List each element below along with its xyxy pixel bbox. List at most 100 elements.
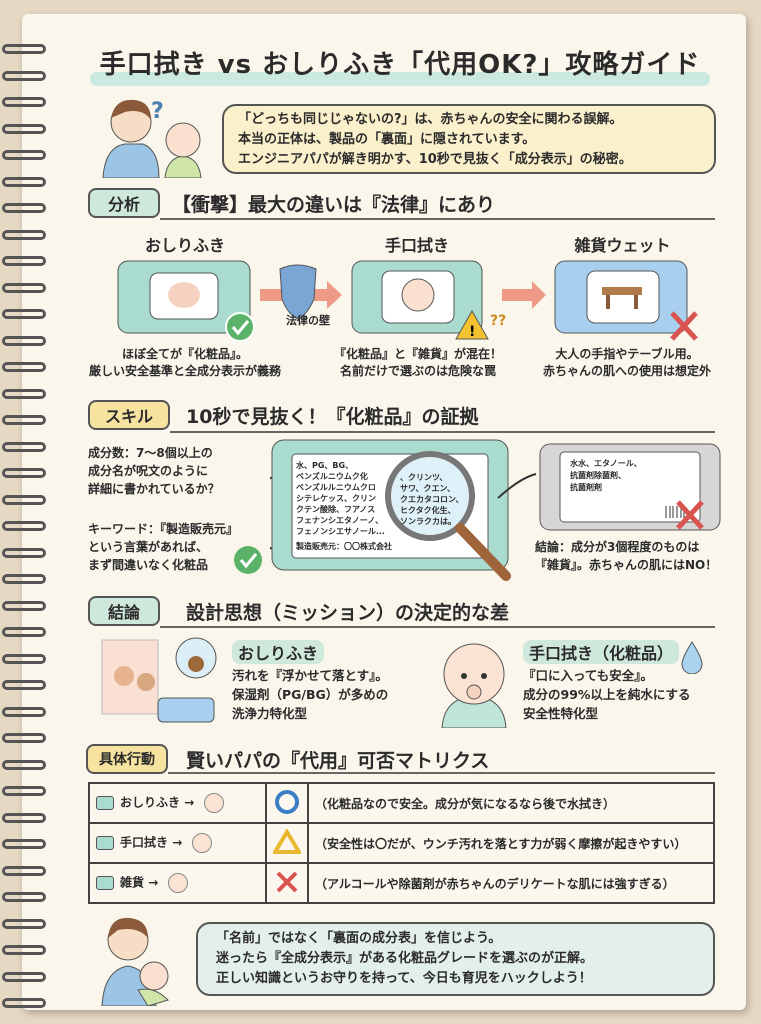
zakka-package xyxy=(554,260,688,334)
matrix-note: （安全性は〇だが、ウンチ汚れを落とす力が弱く摩擦が起きやすい） xyxy=(307,822,715,864)
section-heading-analysis: 【衝撃】最大の違いは『法律』にあり xyxy=(172,194,496,216)
triangle-icon xyxy=(265,822,309,864)
teguchi-description: 『口に入っても安全』。成分の99%以上を純水にする安全性特化型 xyxy=(523,668,691,721)
spiral-ring xyxy=(2,786,46,796)
spiral-ring xyxy=(2,494,46,505)
spiral-ring xyxy=(2,123,46,134)
teguchi-title: 手口拭き（化粧品） xyxy=(523,640,680,664)
spiral-ring xyxy=(2,945,46,955)
divider xyxy=(160,626,715,628)
target-icon xyxy=(192,833,213,853)
magnified-ingredients: 、クリンツ、サワ、クエン、クエカタコロン、ヒクタク化生、ソンラクカは。 xyxy=(400,473,464,526)
spiral-ring xyxy=(2,415,46,425)
column-label-zakka: 雑貨ウェット xyxy=(574,236,671,255)
spiral-ring xyxy=(2,653,46,664)
matrix-note: （化粧品なので安全。成分が気になるなら後で水拭き） xyxy=(307,782,715,824)
page-title: 手口拭き vs おしりふき「代用OK?」攻略ガイド xyxy=(99,50,701,80)
section-tag-analysis: 分析 xyxy=(88,188,160,218)
spiral-ring xyxy=(2,812,46,823)
ingredient-label-illustration xyxy=(234,439,721,581)
column-label-teguchi: 手口拭き xyxy=(384,236,449,255)
spiral-ring xyxy=(2,203,46,213)
warning-icon: ! xyxy=(455,309,489,340)
outro-speech-bubble: 「名前」ではなく「裏面の成分表」を信じよう。 迷ったら『全成分表示』がある化粧品… xyxy=(196,922,715,996)
matrix-row: 雑貨 → （アルコールや除菌剤が赤ちゃんのデリケートな肌には強すぎる） xyxy=(88,862,715,904)
matrix-substitution: 雑貨 → xyxy=(88,862,267,904)
skill-point-ingredients: 成分数：7〜8個以上の成分名が呪文のように詳細に書かれているか？ xyxy=(88,446,220,496)
cross-icon xyxy=(676,500,704,530)
skill-conclusion: 結論：成分が3個程度のものは『雑貨』。赤ちゃんの肌にはNO！ xyxy=(535,540,718,572)
wipes-comparison-illustration: ! ?? xyxy=(117,260,698,342)
question-mark-icon: ?? xyxy=(490,313,506,329)
spiral-ring xyxy=(2,759,46,770)
spiral-ring xyxy=(2,309,46,319)
product-icon xyxy=(96,796,114,810)
spiral-ring xyxy=(2,865,46,876)
matrix-substitution: 手口拭き → xyxy=(88,822,267,864)
shield-icon xyxy=(279,264,317,320)
outro-line: 正しい知識というお守りを持って、今日も育児をハックしよう！ xyxy=(216,971,592,986)
title-highlight xyxy=(90,72,710,86)
product-icon xyxy=(96,836,114,850)
spiral-ring xyxy=(2,706,46,717)
column-caption-zakka: 大人の手指やテーブル用。赤ちゃんの肌への使用は想定外 xyxy=(542,347,711,378)
target-icon xyxy=(168,873,189,893)
spiral-ring xyxy=(2,627,46,637)
spiral-ring xyxy=(2,892,46,902)
spiral-ring xyxy=(2,839,46,849)
divider xyxy=(170,431,715,433)
spiral-ring xyxy=(2,150,46,160)
intro-speech-bubble: 「どっちも同じじゃないの?」は、赤ちゃんの安全に関わる誤解。 本当の正体は、製品… xyxy=(222,104,716,174)
zakka-gray-package xyxy=(539,443,721,531)
target-icon xyxy=(204,793,225,813)
spiral-ring xyxy=(2,282,46,293)
oshirifuki-title: おしりふき xyxy=(232,640,325,664)
outro-line: 迷ったら『全成分表示』がある化粧品グレードを選ぶのが正解。 xyxy=(216,951,594,966)
column-caption-oshirifuki: ほぼ全てが『化粧品』。厳しい安全基準と全成分表示が義務 xyxy=(88,347,281,378)
section-tag-skill: スキル xyxy=(88,400,170,430)
spiral-ring xyxy=(2,70,46,81)
spiral-ring xyxy=(2,547,46,558)
intro-line: エンジニアパパが解き明かす、10秒で見抜く「成分表示」の秘密。 xyxy=(238,152,632,167)
spiral-ring xyxy=(2,574,46,584)
spiral-ring xyxy=(2,998,46,1008)
svg-text:!: ! xyxy=(469,324,475,340)
oshirifuki-package xyxy=(117,260,251,334)
gray-label-ingredients: 水水、エタノール、抗菌剤除菌剤、抗菌剤剤 xyxy=(570,459,642,492)
matrix-row: おしりふき → （化粧品なので安全。成分が気になるなら後で水拭き） xyxy=(88,782,715,824)
product-icon xyxy=(96,876,114,890)
arrow-icon xyxy=(497,473,537,499)
section-tag-conclusion: 結論 xyxy=(88,596,160,626)
section-heading-skill: 10秒で見抜く！『化粧品』の証拠 xyxy=(186,406,479,428)
column-label-oshirifuki: おしりふき xyxy=(144,236,225,255)
check-icon xyxy=(225,312,255,342)
barrier-label: 法律の壁 xyxy=(286,314,330,327)
spiral-ring xyxy=(2,468,46,478)
intro-line: 本当の正体は、製品の「裏面」に隠されています。 xyxy=(238,132,536,147)
section-heading-action: 賢いパパの『代用』可否マトリクス xyxy=(186,750,490,772)
substitution-matrix: おしりふき → （化粧品なので安全。成分が気になるなら後で水拭き）手口拭き → … xyxy=(88,782,715,904)
spiral-ring xyxy=(2,362,46,372)
spiral-ring xyxy=(2,521,46,531)
spiral-ring xyxy=(2,600,46,611)
cross-icon xyxy=(670,311,698,341)
spiral-ring xyxy=(2,97,46,107)
spiral-ring xyxy=(2,229,46,240)
matrix-substitution: おしりふき → xyxy=(88,782,267,824)
check-icon xyxy=(234,546,262,574)
section-heading-conclusion: 設計思想（ミッション）の決定的な差 xyxy=(186,602,510,624)
arrow-icon xyxy=(502,281,546,309)
column-caption-teguchi: 『化粧品』と『雑貨』が混在！名前だけで選ぶのは危険な罠 xyxy=(333,347,502,378)
divider xyxy=(160,218,715,220)
bottom-wipe-illustration xyxy=(101,637,217,723)
spiral-ring xyxy=(2,971,46,982)
spiral-ring xyxy=(2,388,46,399)
spiral-ring xyxy=(2,918,46,929)
outro-line: 「名前」ではなく「裏面の成分表」を信じよう。 xyxy=(216,931,502,946)
question-mark-icon: ? xyxy=(151,99,164,124)
circle-icon xyxy=(265,782,309,824)
divider xyxy=(168,772,715,774)
section-tag-action: 具体行動 xyxy=(86,744,168,774)
matrix-row: 手口拭き → （安全性は〇だが、ウンチ汚れを落とす力が弱く摩擦が起きやすい） xyxy=(88,822,715,864)
magnifier-icon xyxy=(385,451,511,581)
